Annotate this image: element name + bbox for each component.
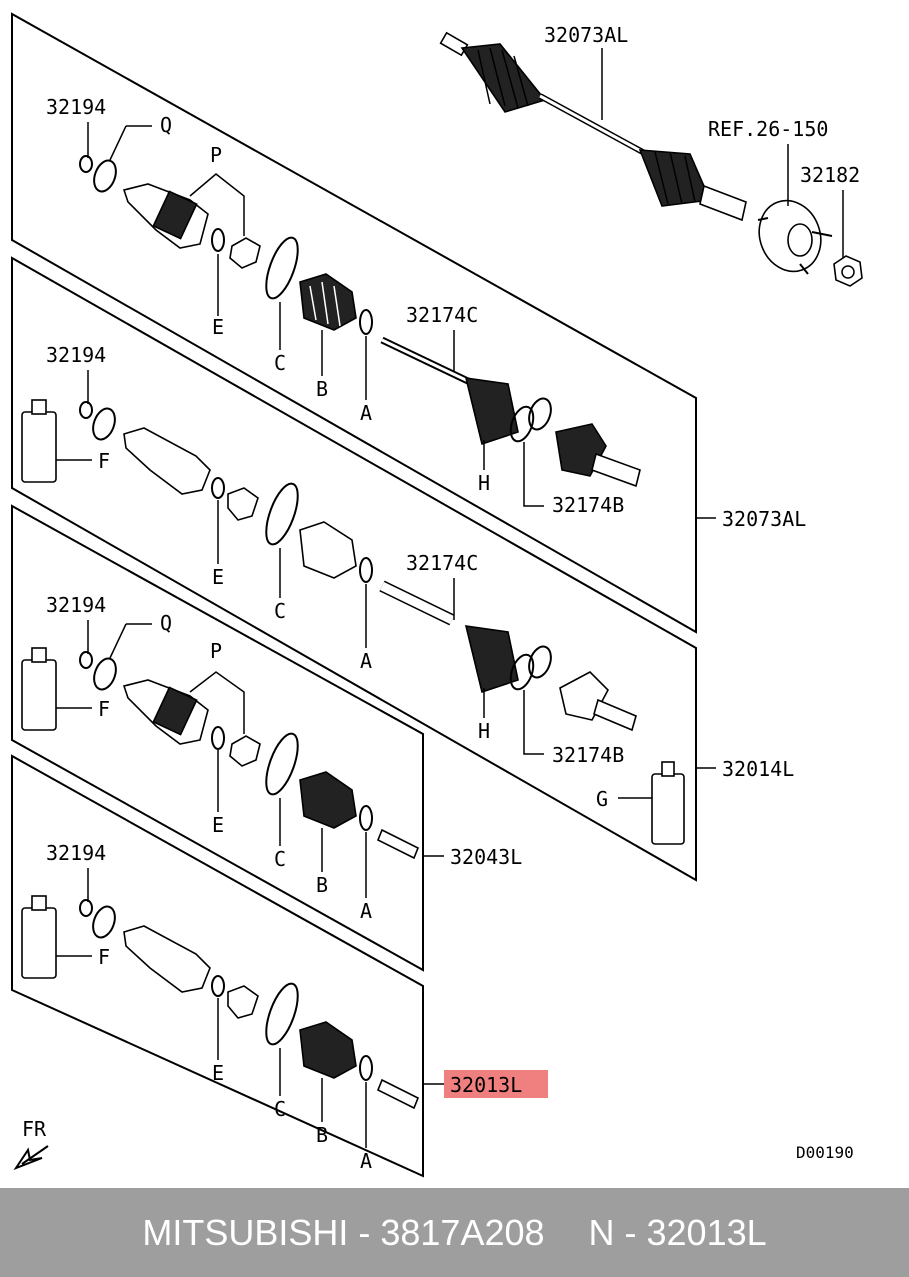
p1-snapring-label: 32194: [46, 95, 106, 119]
footer-right-text: N - 32013L: [588, 1211, 767, 1253]
top-driveshaft-assembly: [439, 31, 747, 222]
footer-left-text: MITSUBISHI - 3817A208: [142, 1211, 545, 1253]
p3-a-label: A: [360, 899, 372, 923]
p2-g-label: G: [596, 787, 608, 811]
p1-e-label: E: [212, 315, 224, 339]
p2-f-label: F: [98, 449, 110, 473]
top-assembly-label: 32073AL: [544, 23, 628, 47]
p4-b-label: B: [316, 1123, 328, 1147]
panel-3-outline: [11, 504, 424, 972]
p2-assembly-label: 32014L: [722, 757, 794, 781]
p3-p-label: P: [210, 639, 222, 663]
p1-assembly-label: 32073AL: [722, 507, 806, 531]
p2-ring-label: 32174B: [552, 743, 624, 767]
p1-h-label: H: [478, 471, 490, 495]
p3-snapring-label: 32194: [46, 593, 106, 617]
panel-4-outline: [11, 754, 424, 1178]
panel-outlines: [11, 12, 697, 1178]
p3-e-label: E: [212, 813, 224, 837]
panel-4-parts: [21, 895, 420, 1110]
fr-label: FR: [22, 1117, 47, 1141]
p3-b-label: B: [316, 873, 328, 897]
p3-f-label: F: [98, 697, 110, 721]
p4-a-label: A: [360, 1149, 372, 1173]
p1-c-label: C: [274, 351, 286, 375]
p4-e-label: E: [212, 1061, 224, 1085]
fr-arrow-icon: [13, 1145, 49, 1171]
hub-ref: [757, 199, 833, 275]
footer-banner: MITSUBISHI - 3817A208 N - 32013L: [0, 1188, 909, 1277]
panel-2-parts: [21, 399, 685, 845]
p2-snapring-label: 32194: [46, 343, 106, 367]
p1-q-label: Q: [160, 113, 172, 137]
exploded-parts-diagram: 32073AL REF.26-150 32182: [11, 12, 863, 1178]
p1-ring-label: 32174B: [552, 493, 624, 517]
p4-c-label: C: [274, 1097, 286, 1121]
p3-assembly-label: 32043L: [450, 845, 522, 869]
highlight-box: [444, 1070, 548, 1098]
panel-1-parts: [79, 155, 641, 488]
p1-a-label: A: [360, 401, 372, 425]
p4-assembly-label: 32013L: [450, 1073, 522, 1097]
nut: [833, 255, 863, 287]
p1-p-label: P: [210, 143, 222, 167]
panel-3-parts: [21, 647, 420, 860]
p3-c-label: C: [274, 847, 286, 871]
panel-2-outline: [11, 256, 697, 882]
p3-q-label: Q: [160, 611, 172, 635]
p2-shaft-label: 32174C: [406, 551, 478, 575]
p4-snapring-label: 32194: [46, 841, 106, 865]
nut-label: 32182: [800, 163, 860, 187]
p2-h-label: H: [478, 719, 490, 743]
p1-b-label: B: [316, 377, 328, 401]
p2-c-label: C: [274, 599, 286, 623]
ref-label: REF.26-150: [708, 117, 828, 141]
p4-f-label: F: [98, 945, 110, 969]
p2-a-label: A: [360, 649, 372, 673]
p2-e-label: E: [212, 565, 224, 589]
p1-shaft-label: 32174C: [406, 303, 478, 327]
panel-1-outline: [11, 12, 697, 634]
drawing-number: D00190: [796, 1143, 854, 1162]
